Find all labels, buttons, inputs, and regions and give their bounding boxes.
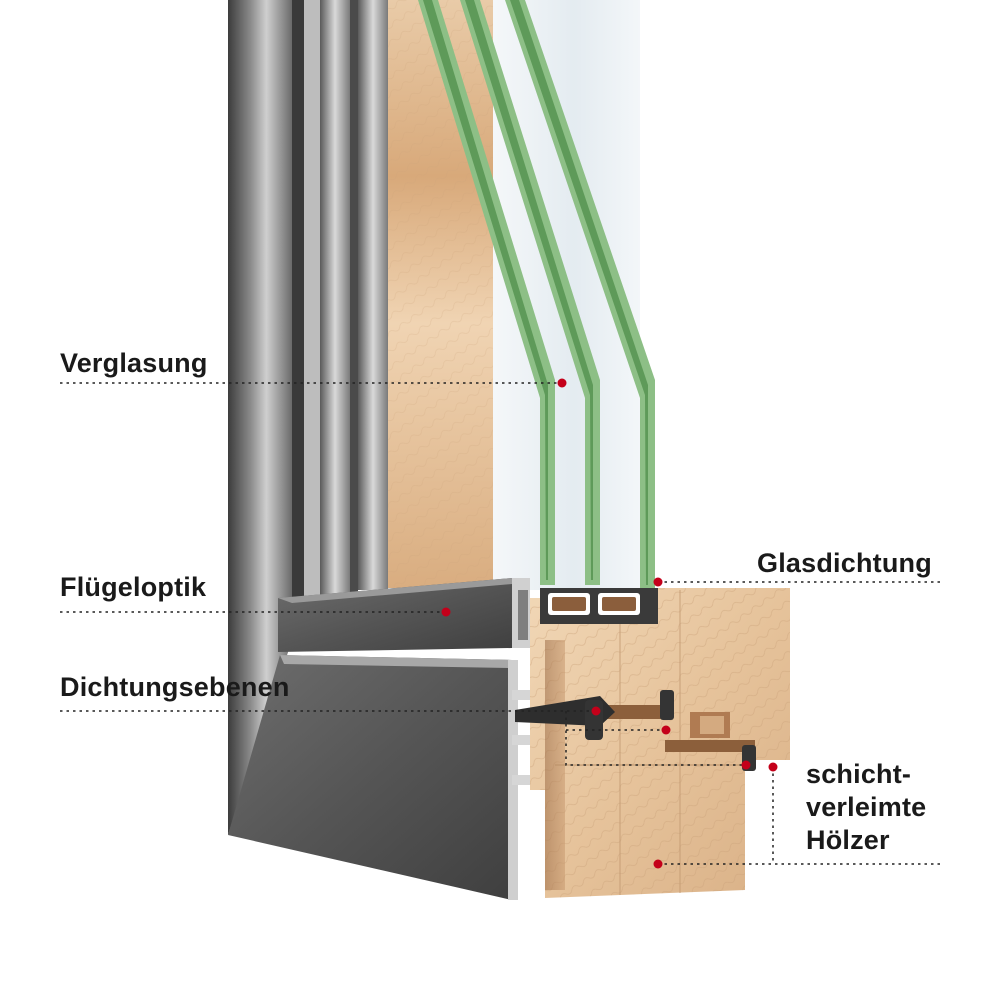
marker-dichtungsebenen-3 [741,760,751,770]
aluminium-frame-vertical [228,0,388,835]
label-glasdichtung: Glasdichtung [757,548,932,578]
marker-fluegeloptik [441,607,451,617]
leader-lines [60,382,940,865]
marker-glasdichtung [653,577,663,587]
marker-dichtungsebenen-2 [661,725,671,735]
label-hoelzer-line-3: Hölzer [806,825,890,855]
label-dichtungsebenen: Dichtungsebenen [60,672,290,702]
label-verglasung: Verglasung [60,348,208,378]
label-fluegeloptik: Flügeloptik [60,572,207,602]
sash-aluminium-profile [278,578,530,652]
marker-hoelzer-1 [768,762,778,772]
sealing-gaskets [515,690,756,771]
laminated-wood-section [530,588,790,898]
label-hoelzer-line-1: schicht- [806,759,912,789]
marker-verglasung [557,378,567,388]
label-schichtverleimte-hoelzer: schicht- verleimte Hölzer [806,758,926,857]
marker-dichtungsebenen-1 [591,706,601,716]
triple-glazing [418,0,655,590]
label-hoelzer-line-2: verleimte [806,792,927,822]
wood-frame-vertical [388,0,493,588]
markers [441,378,778,869]
leader-dichtungsebenen-branch-1 [565,711,746,766]
glass-spacers [540,588,658,624]
marker-hoelzer-2 [653,859,663,869]
